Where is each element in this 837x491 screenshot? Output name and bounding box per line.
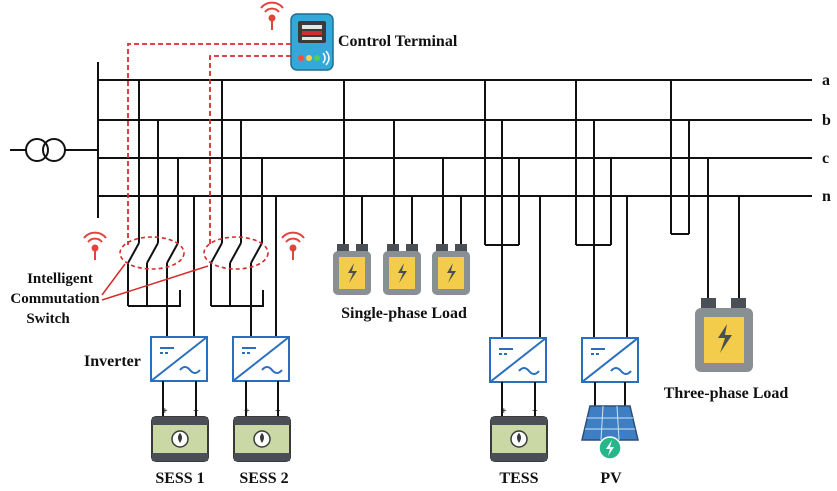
svg-text:+: + [162, 406, 168, 417]
battery-icon: + − [490, 406, 548, 462]
wireless-icon [281, 231, 305, 260]
control-terminal-label: Control Terminal [338, 33, 458, 50]
load-icon [695, 298, 753, 372]
wireless-icon [260, 1, 284, 30]
bus-label-n: n [822, 188, 831, 205]
switch-highlight [119, 236, 185, 270]
bus-label-b: b [822, 112, 831, 129]
inverter-icon [232, 336, 290, 382]
single-phase-load-label: Single-phase Load [341, 305, 467, 322]
svg-text:+: + [244, 406, 250, 417]
intelligent-switch-label-1: Intelligent [27, 271, 93, 287]
bus-label-a: a [822, 72, 830, 89]
battery-icon: + − [151, 406, 209, 462]
transformer-icon [10, 138, 98, 162]
intelligent-switch-label-2: Commutation [10, 291, 100, 307]
svg-text:−: − [275, 406, 281, 417]
tess-label: TESS [499, 470, 538, 487]
wireless-icon [83, 231, 107, 260]
sess2-feeder [210, 80, 277, 337]
load-icon [333, 244, 371, 295]
inverter-label: Inverter [84, 353, 141, 370]
bus-label-c: c [822, 150, 829, 167]
intelligent-switch-label-3: Switch [26, 311, 70, 327]
three-phase-feeders [670, 80, 740, 305]
single-phase-feeders [343, 80, 462, 248]
sess1-label: SESS 1 [155, 470, 204, 487]
switch-pointers [101, 263, 209, 301]
busbars [97, 62, 812, 218]
load-icon [383, 244, 421, 295]
switch-highlight [203, 236, 269, 270]
sess1-feeder [127, 80, 195, 337]
pv-feeder [575, 80, 628, 338]
control-terminal-icon [290, 13, 334, 71]
tess-feeder [484, 80, 541, 338]
tess-leads [501, 382, 536, 416]
pv-label: PV [600, 470, 622, 487]
inverter-icon [489, 337, 547, 383]
pv-leads [594, 382, 626, 406]
svg-text:−: − [532, 406, 538, 417]
sess-leads [162, 381, 279, 416]
battery-icon: + − [233, 406, 291, 462]
load-icon [432, 244, 470, 295]
inverter-icon [581, 337, 639, 383]
three-phase-load-label: Three-phase Load [664, 385, 789, 402]
svg-text:+: + [501, 406, 507, 417]
control-links [127, 43, 291, 245]
svg-text:−: − [193, 406, 199, 417]
inverter-icon [150, 336, 208, 382]
sess2-label: SESS 2 [239, 470, 288, 487]
solar-panel-icon [581, 405, 639, 460]
